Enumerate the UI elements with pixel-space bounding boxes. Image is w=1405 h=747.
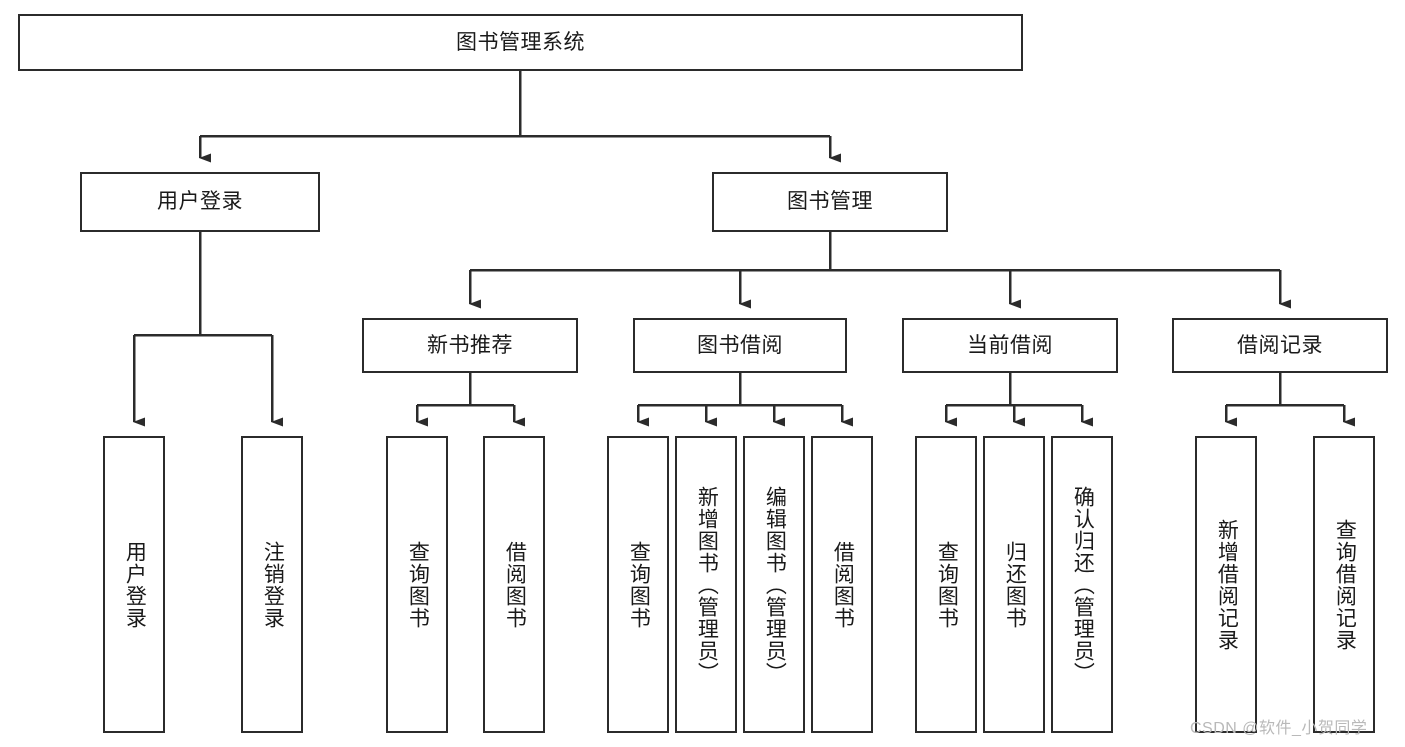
- node-label: 图书管理系统: [456, 30, 585, 54]
- node-new-book-recommend[interactable]: 新书推荐: [362, 318, 578, 373]
- node-leaf-confirm-return[interactable]: 确认归还（管理员）: [1051, 436, 1113, 733]
- node-label: 用户登录: [123, 540, 147, 629]
- node-label: 借阅图书: [831, 540, 855, 629]
- node-book-manage[interactable]: 图书管理: [712, 172, 948, 232]
- node-label: 查询图书: [935, 540, 959, 629]
- node-label: 新增图书（管理员）: [695, 485, 719, 684]
- node-label: 图书借阅: [697, 333, 783, 357]
- node-leaf-return-book[interactable]: 归还图书: [983, 436, 1045, 733]
- node-label: 当前借阅: [967, 333, 1053, 357]
- node-root[interactable]: 图书管理系统: [18, 14, 1023, 71]
- node-label: 查询借阅记录: [1333, 518, 1357, 651]
- node-leaf-query-record[interactable]: 查询借阅记录: [1313, 436, 1375, 733]
- node-leaf-user-login[interactable]: 用户登录: [103, 436, 165, 733]
- node-label: 查询图书: [406, 540, 430, 629]
- node-leaf-query-book-1[interactable]: 查询图书: [386, 436, 448, 733]
- node-leaf-query-book-3[interactable]: 查询图书: [915, 436, 977, 733]
- node-leaf-add-record[interactable]: 新增借阅记录: [1195, 436, 1257, 733]
- node-label: 归还图书: [1003, 540, 1027, 629]
- node-label: 查询图书: [627, 540, 651, 629]
- node-user-login[interactable]: 用户登录: [80, 172, 320, 232]
- node-label: 借阅记录: [1237, 333, 1323, 357]
- node-leaf-edit-book[interactable]: 编辑图书（管理员）: [743, 436, 805, 733]
- node-leaf-logout[interactable]: 注销登录: [241, 436, 303, 733]
- node-label: 确认归还（管理员）: [1071, 485, 1095, 684]
- node-book-borrow[interactable]: 图书借阅: [633, 318, 847, 373]
- node-label: 新书推荐: [427, 333, 513, 357]
- csdn-watermark: CSDN @软件_小贺同学: [1190, 720, 1368, 737]
- node-label: 用户登录: [157, 190, 243, 214]
- node-label: 编辑图书（管理员）: [763, 485, 787, 684]
- node-leaf-borrow-book-2[interactable]: 借阅图书: [811, 436, 873, 733]
- node-label: 新增借阅记录: [1215, 518, 1239, 651]
- node-label: 图书管理: [787, 190, 873, 214]
- node-label: 注销登录: [261, 540, 285, 629]
- node-leaf-borrow-book-1[interactable]: 借阅图书: [483, 436, 545, 733]
- node-borrow-record[interactable]: 借阅记录: [1172, 318, 1388, 373]
- node-current-borrow[interactable]: 当前借阅: [902, 318, 1118, 373]
- node-leaf-add-book[interactable]: 新增图书（管理员）: [675, 436, 737, 733]
- node-label: 借阅图书: [503, 540, 527, 629]
- node-leaf-query-book-2[interactable]: 查询图书: [607, 436, 669, 733]
